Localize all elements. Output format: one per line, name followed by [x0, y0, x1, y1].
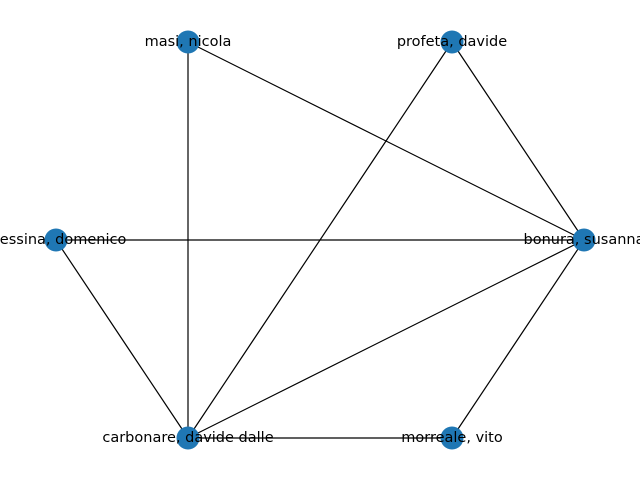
node-messina	[44, 228, 68, 252]
node-label-bonura: bonura, susanna	[524, 232, 640, 248]
edges-layer	[55, 41, 585, 439]
nodes-layer	[44, 30, 596, 450]
edge-bonura-carbonare	[187, 239, 585, 439]
edge-profeta-bonura	[451, 41, 585, 241]
edge-bonura-morreale	[451, 239, 585, 439]
node-label-masi: masi, nicola	[145, 34, 232, 50]
edge-messina-carbonare	[55, 239, 189, 439]
node-carbonare	[176, 426, 200, 450]
node-label-morreale: morreale, vito	[401, 430, 503, 446]
node-label-profeta: profeta, davide	[397, 34, 507, 50]
labels-layer: masi, nicola profeta, davide messina, dome…	[0, 34, 640, 446]
node-bonura	[572, 228, 596, 252]
node-label-messina: messina, domenico	[0, 232, 126, 248]
node-profeta	[440, 30, 464, 54]
node-masi	[176, 30, 200, 54]
node-label-carbonare: carbonare, davide dalle	[102, 430, 273, 446]
node-morreale	[440, 426, 464, 450]
